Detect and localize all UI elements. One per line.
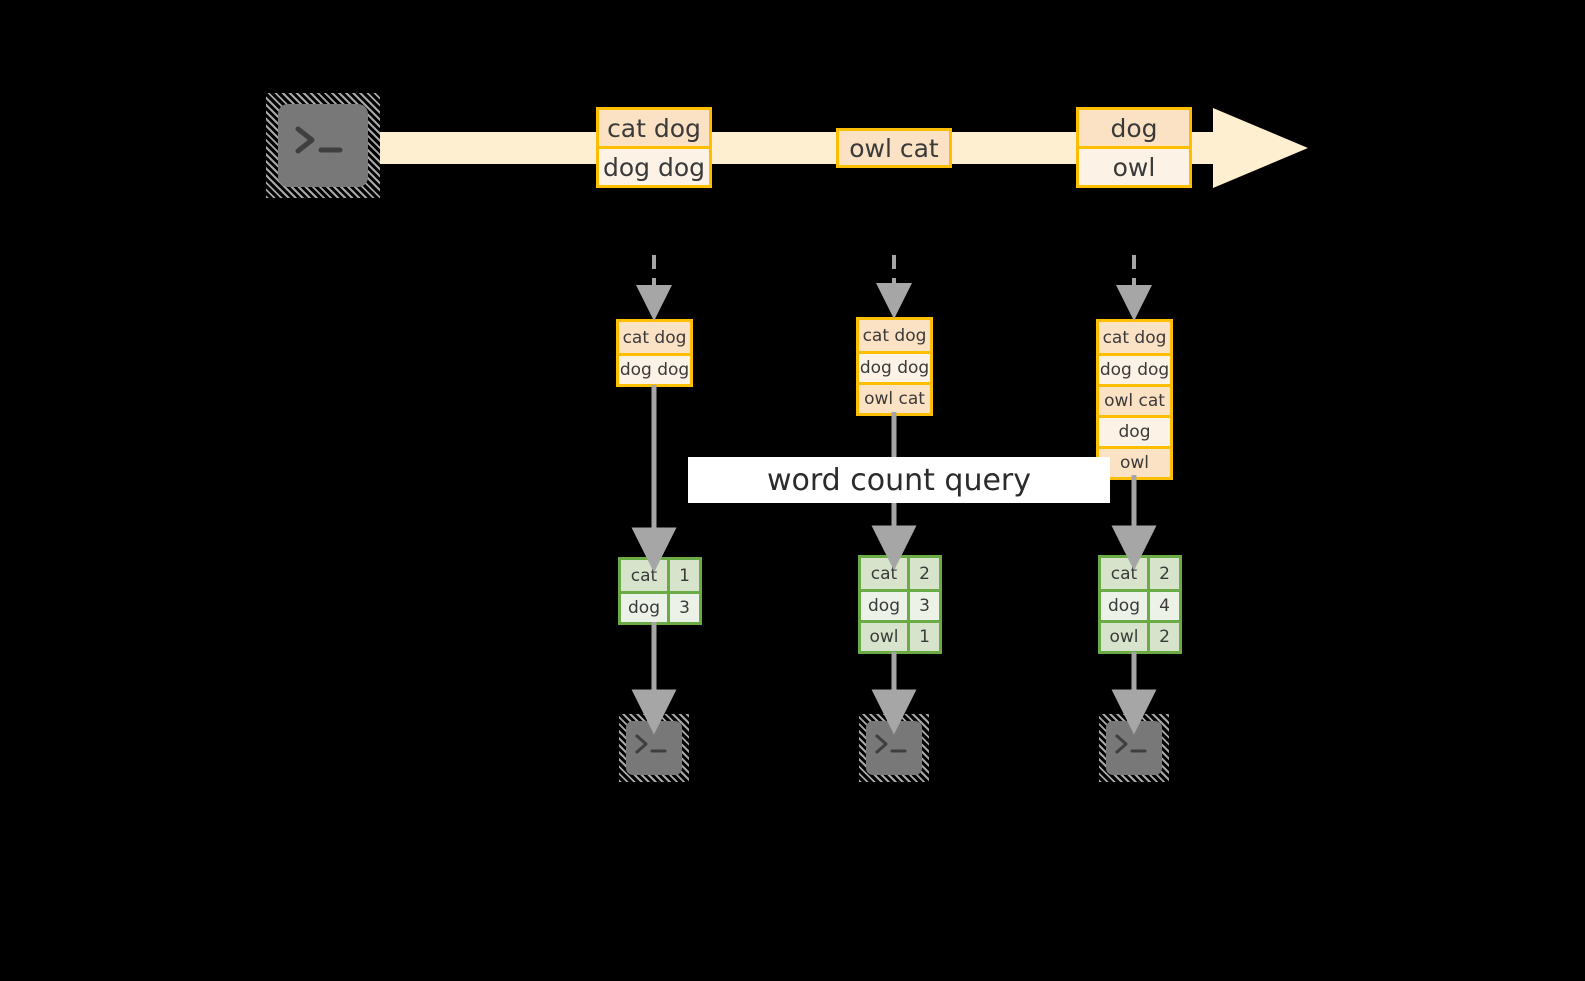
stream-event-2-line-1: owl cat [836, 128, 952, 168]
stream-event-3-line-1: dog [1076, 107, 1192, 149]
terminal-prompt-glyph [875, 734, 907, 754]
snapshot-1-input-row-text: dog dog [619, 360, 690, 380]
snapshot-2-input-row-text: dog dog [859, 358, 930, 378]
stream-event-1-line-2-text: dog dog [602, 152, 705, 182]
snapshot-2-input-row: cat dog [859, 320, 930, 351]
terminal-prompt-glyph [295, 126, 343, 154]
snapshot-2-input-table: cat dog dog dog owl cat [856, 317, 933, 416]
snapshot-3-input-row: dog dog [1099, 353, 1170, 384]
snapshot-3-input-row: owl [1099, 446, 1170, 477]
snapshot-3-sink-terminal-icon [1099, 714, 1169, 782]
snapshot-2-sink-terminal-icon [859, 714, 929, 782]
snapshot-1-input-row: dog dog [619, 353, 690, 384]
snapshot-3-input-table: cat dog dog dog owl cat dog owl [1096, 319, 1173, 480]
result-word: cat [1101, 558, 1147, 589]
result-row: dog 4 [1101, 589, 1179, 620]
result-row: dog 3 [861, 589, 939, 620]
snapshot-2-input-row-text: owl cat [864, 389, 925, 409]
terminal-prompt-glyph [635, 734, 667, 754]
result-row: cat 2 [861, 558, 939, 589]
result-row: owl 1 [861, 620, 939, 651]
snapshot-3-result-table: cat 2 dog 4 owl 2 [1098, 555, 1182, 654]
snapshot-2-input-row: dog dog [859, 351, 930, 382]
result-count: 2 [1147, 623, 1179, 651]
snapshot-3-input-row-text: owl cat [1104, 391, 1165, 411]
snapshot-2-input-row: owl cat [859, 382, 930, 413]
snapshot-1-input-table: cat dog dog dog [616, 319, 693, 387]
snapshot-3-input-row: cat dog [1099, 322, 1170, 353]
result-word: cat [861, 558, 907, 589]
snapshot-3-input-row-text: dog dog [1099, 360, 1170, 380]
stream-event-3-line-1-text: dog [1110, 113, 1158, 143]
query-label-text: word count query [766, 462, 1032, 498]
snapshot-1-sink-terminal-icon [619, 714, 689, 782]
snapshot-1-input-row-text: cat dog [622, 327, 687, 348]
stream-event-1-line-1-text: cat dog [607, 113, 701, 143]
snapshot-3-input-row-text: cat dog [1102, 327, 1167, 348]
snapshot-1-result-table: cat 1 dog 3 [618, 557, 702, 625]
stream-event-3-line-2: owl [1076, 146, 1192, 188]
result-count: 1 [667, 560, 699, 591]
result-word: cat [621, 560, 667, 591]
result-count: 3 [667, 594, 699, 622]
snapshot-3-input-row: dog [1099, 415, 1170, 446]
result-count: 1 [907, 623, 939, 651]
result-word: dog [861, 592, 907, 620]
snapshot-2-input-row-text: cat dog [862, 325, 927, 346]
result-count: 3 [907, 592, 939, 620]
result-word: dog [1101, 592, 1147, 620]
result-row: owl 2 [1101, 620, 1179, 651]
result-row: cat 2 [1101, 558, 1179, 589]
result-count: 2 [1147, 558, 1179, 589]
result-row: dog 3 [621, 591, 699, 622]
snapshot-3-input-row: owl cat [1099, 384, 1170, 415]
stream-event-2-line-1-text: owl cat [849, 133, 939, 163]
stream-event-1-line-1: cat dog [596, 107, 712, 149]
snapshot-2-result-table: cat 2 dog 3 owl 1 [858, 555, 942, 654]
result-word: owl [861, 623, 907, 651]
result-count: 4 [1147, 592, 1179, 620]
result-count: 2 [907, 558, 939, 589]
snapshot-1-input-row: cat dog [619, 322, 690, 353]
terminal-prompt-glyph [1115, 734, 1147, 754]
result-word: dog [621, 594, 667, 622]
snapshot-3-input-row-text: owl [1119, 453, 1150, 473]
stream-event-1-line-2: dog dog [596, 146, 712, 188]
result-word: owl [1101, 623, 1147, 651]
source-terminal-icon [266, 93, 380, 198]
result-row: cat 1 [621, 560, 699, 591]
query-label: word count query [688, 457, 1110, 503]
snapshot-3-input-row-text: dog [1118, 422, 1151, 442]
stream-event-3-line-2-text: owl [1112, 152, 1156, 182]
